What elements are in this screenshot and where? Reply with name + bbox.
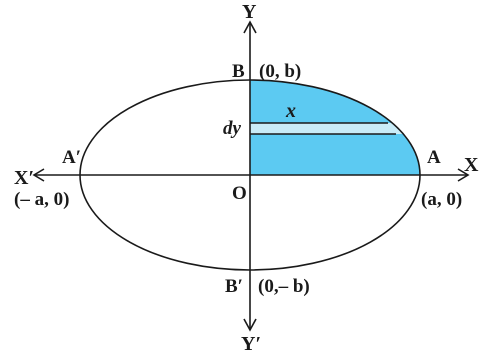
point-a-coord: (a, 0)	[421, 189, 462, 210]
y-axis-neg-label: Y′	[241, 333, 261, 355]
y-axis-arrow-down	[243, 318, 257, 332]
x-axis-arrow-right	[457, 168, 470, 182]
point-a-label: A	[427, 147, 441, 168]
point-a-neg-coord: (– a, 0)	[14, 189, 69, 210]
x-axis-label: X	[464, 154, 479, 176]
x-axis-arrow-left	[32, 168, 45, 182]
point-b-neg-label: B′	[225, 276, 243, 297]
y-axis-label: Y	[242, 1, 257, 23]
origin-label: O	[232, 183, 247, 204]
point-b-neg-coord: (0,– b)	[258, 276, 310, 297]
horizontal-strip	[250, 123, 420, 134]
strip-width-label: x	[285, 100, 296, 122]
x-axis-neg-label: X′	[14, 167, 34, 189]
y-axis-arrow-up	[243, 20, 257, 34]
strip-height-label: dy	[223, 118, 242, 139]
point-b-label: B	[232, 61, 245, 82]
point-a-neg-label: A′	[62, 147, 81, 168]
point-b-coord: (0, b)	[259, 61, 301, 82]
